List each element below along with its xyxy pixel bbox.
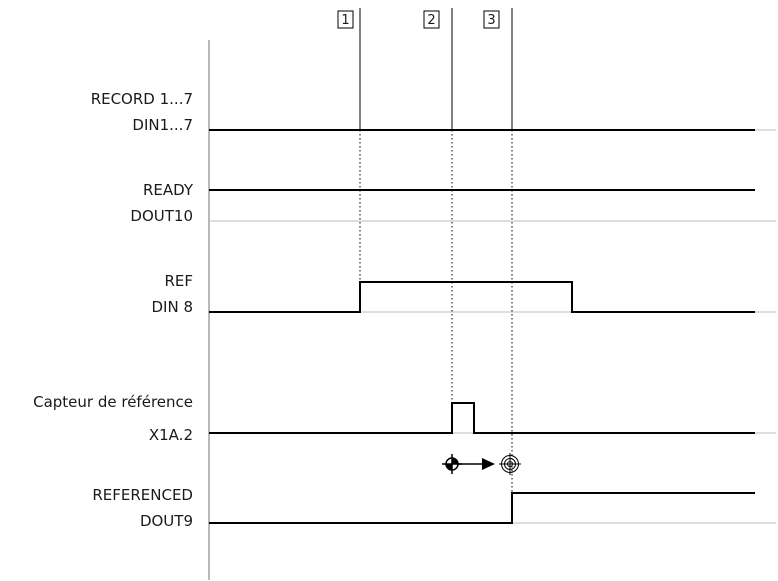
signal-referenced-label: REFERENCED <box>92 486 193 504</box>
signal-record-sublabel: DIN1...7 <box>132 116 193 134</box>
target-icon <box>499 453 521 475</box>
signal-ready-label: READY <box>143 181 194 199</box>
arrow-right-icon <box>459 458 495 470</box>
marker-box-1: 1 <box>337 10 354 29</box>
signal-record-label: RECORD 1...7 <box>91 90 193 108</box>
waveform-capteur <box>209 402 755 434</box>
waveform-ref <box>209 281 755 313</box>
signal-ready-sublabel: DOUT10 <box>130 207 193 225</box>
signal-ref-label: REF <box>164 272 193 290</box>
marker-box-3: 3 <box>483 10 500 29</box>
marker-2-label: 2 <box>427 13 435 28</box>
waveform-referenced <box>209 492 755 524</box>
reference-point-icon <box>442 454 462 474</box>
signal-referenced-sublabel: DOUT9 <box>140 512 193 530</box>
marker-lines <box>359 8 513 130</box>
signal-ref-sublabel: DIN 8 <box>151 298 193 316</box>
marker-3-label: 3 <box>487 13 495 28</box>
signal-capteur-label: Capteur de référence <box>33 393 193 411</box>
marker-1-label: 1 <box>341 13 349 28</box>
marker-box-2: 2 <box>423 10 440 29</box>
signal-capteur-sublabel: X1A.2 <box>149 426 193 444</box>
